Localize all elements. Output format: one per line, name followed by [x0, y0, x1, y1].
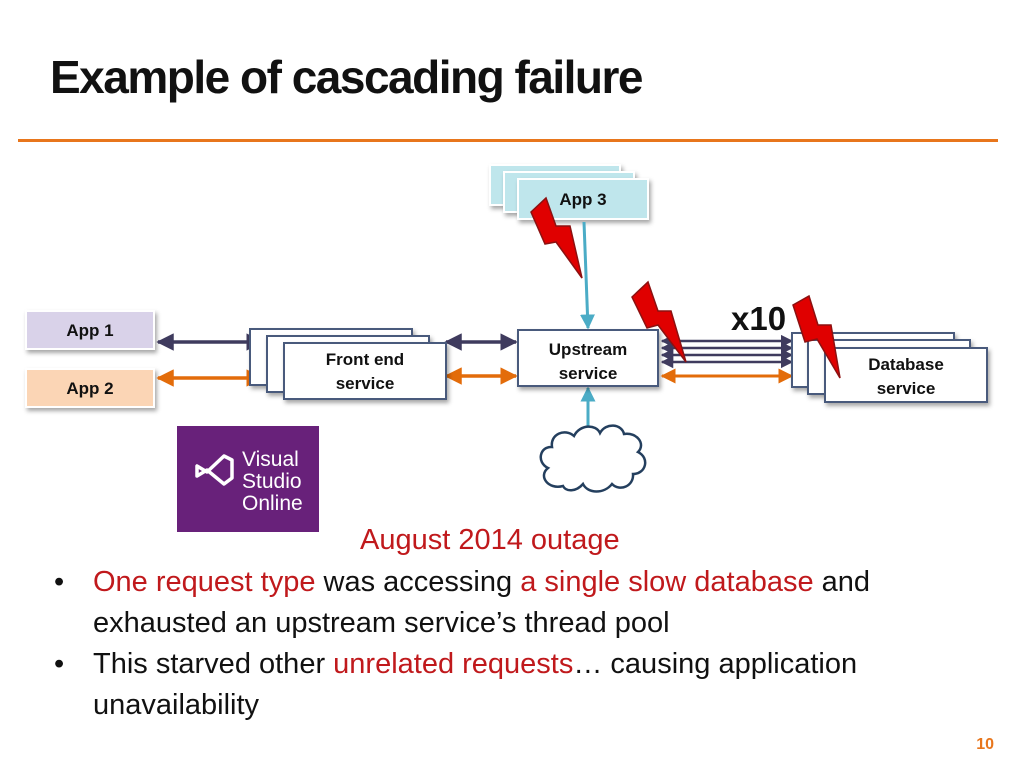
logo-line3: Online [242, 492, 303, 515]
highlight-slow-database: a single slow database [520, 566, 814, 598]
app1-box: App 1 [25, 310, 155, 350]
app3-to-upstream-arrow [579, 221, 595, 330]
logo-line1: Visual [242, 448, 299, 471]
bullet-list: • One request type was accessing a singl… [52, 562, 992, 726]
visual-studio-online-logo: Visual Studio Online [177, 426, 319, 532]
bullet-dot: • [54, 648, 65, 680]
upstream-service-box: Upstream service [517, 329, 659, 387]
app3-label: App 3 [559, 190, 606, 209]
app1-label: App 1 [66, 321, 113, 340]
app2-label: App 2 [66, 379, 113, 398]
database-label-line1: Database [868, 355, 944, 374]
lightning-icon [792, 294, 841, 379]
database-label-line2: service [877, 379, 936, 398]
highlight-unrelated-requests: unrelated requests [333, 648, 574, 680]
title-divider [18, 139, 998, 142]
logo-line2: Studio [242, 470, 302, 493]
bullet-dot: • [54, 566, 65, 598]
bullet-text: and exhausted an upstream service’s thre… [93, 566, 871, 639]
app2-box: App 2 [25, 368, 155, 408]
bullet-text: … causing application unavailability [93, 648, 858, 721]
highlight-request-type: One request type [93, 566, 316, 598]
cloud-icon [539, 424, 647, 493]
bullet-item: • One request type was accessing a singl… [52, 562, 992, 644]
app3-box: App 3 [489, 164, 649, 220]
frontend-label-line1: Front end [326, 350, 404, 369]
upstream-label-line2: service [559, 364, 618, 383]
bullet-text: was accessing [315, 566, 521, 598]
outage-heading: August 2014 outage [360, 524, 620, 556]
slide-title: Example of cascading failure [50, 51, 644, 103]
upstream-to-database-arrows [660, 334, 794, 384]
lightning-icon [631, 280, 687, 363]
frontend-service-box: Front end service [249, 328, 447, 400]
upstream-label-line1: Upstream [549, 340, 627, 359]
multiplier-label: x10 [731, 300, 786, 337]
bullet-text: This starved other [93, 648, 334, 680]
page-number: 10 [976, 736, 994, 753]
bullet-item: • This starved other unrelated requests…… [52, 644, 992, 726]
lightning-icon [530, 196, 583, 279]
frontend-label-line2: service [336, 374, 395, 393]
